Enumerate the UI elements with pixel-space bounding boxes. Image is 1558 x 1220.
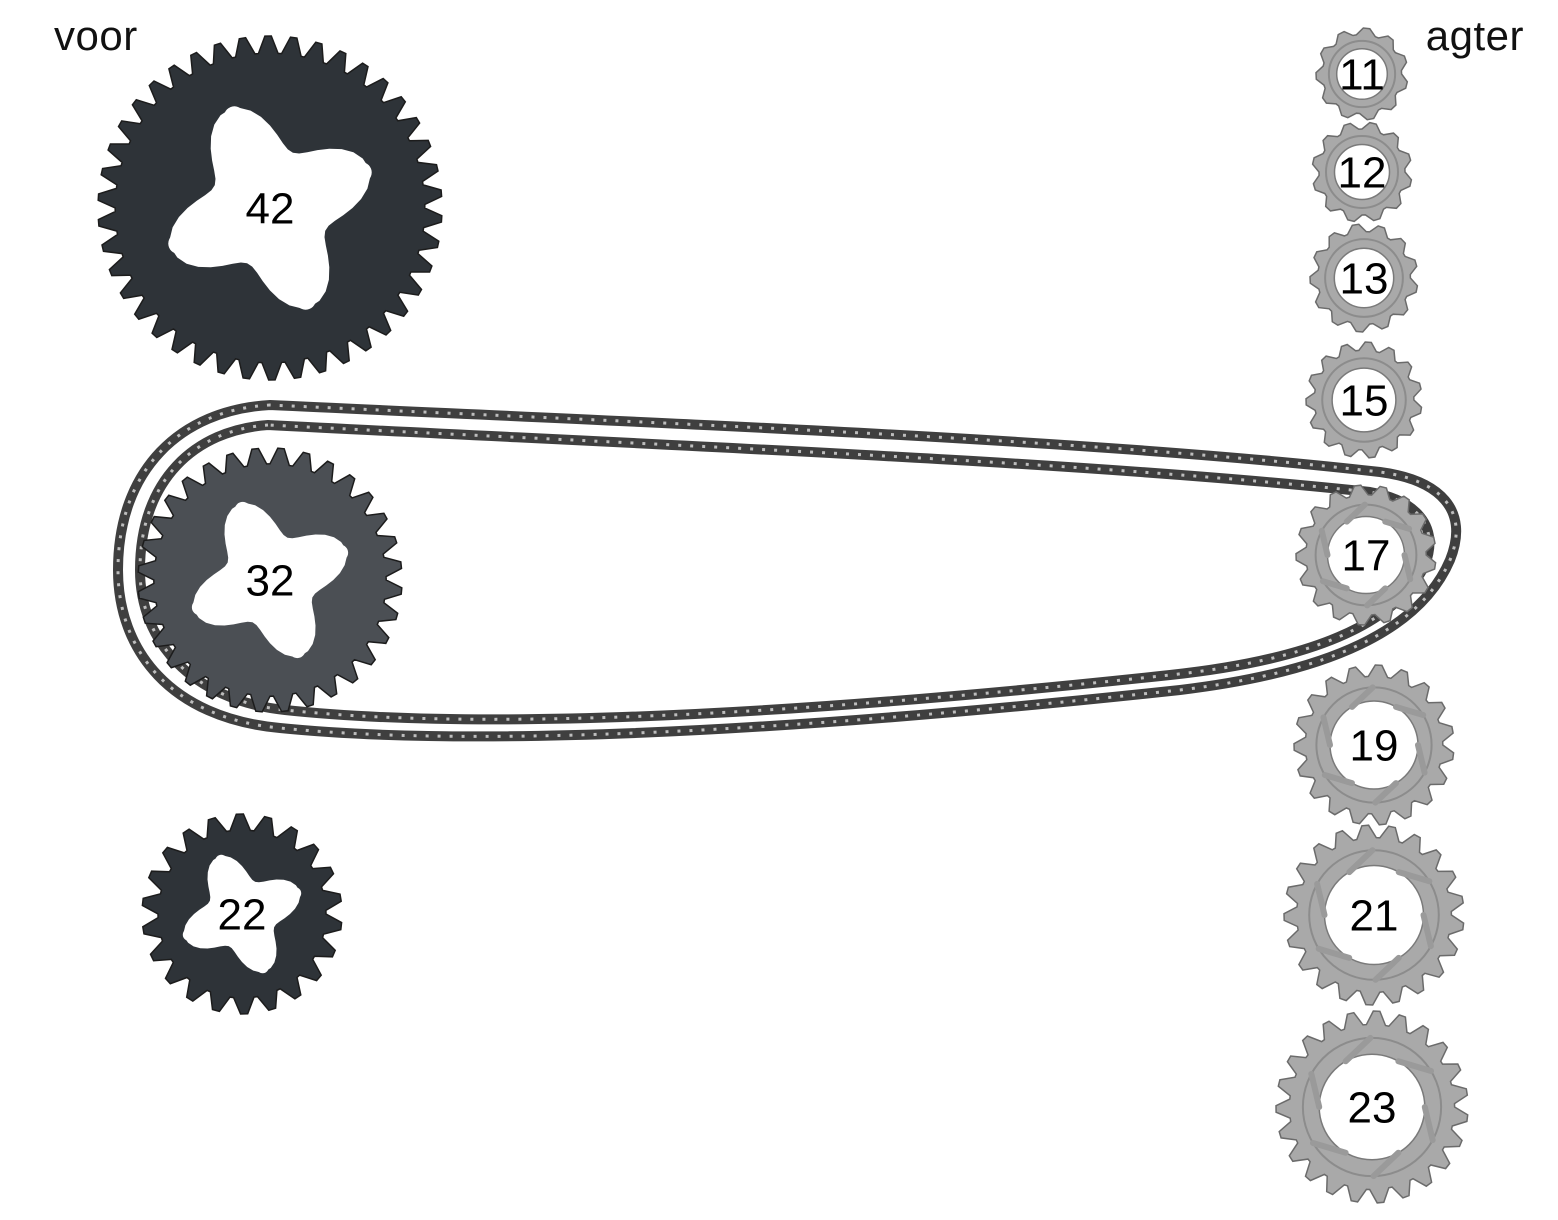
cog-19: 19 — [1293, 664, 1455, 826]
cog-11-label: 11 — [1339, 50, 1385, 99]
chain-links — [116, 403, 1458, 738]
cog-13: 13 — [1309, 223, 1419, 333]
cog-13-label: 13 — [1340, 254, 1389, 303]
cog-21: 21 — [1283, 824, 1465, 1006]
cog-23: 23 — [1275, 1010, 1469, 1204]
chainring-32: 32 — [137, 447, 403, 713]
cog-23-label: 23 — [1348, 1083, 1397, 1132]
front-label: voor — [54, 12, 138, 59]
chainring-22-label: 22 — [218, 890, 267, 939]
chainring-32-label: 32 — [246, 556, 295, 605]
cog-19-label: 19 — [1350, 721, 1399, 770]
cog-11: 11 — [1315, 27, 1409, 121]
cog-17: 17 — [1295, 484, 1437, 626]
cog-17-label: 17 — [1342, 531, 1391, 580]
cog-15: 15 — [1305, 341, 1423, 459]
chainring-42-label: 42 — [246, 184, 295, 233]
chainring-42: 42 — [97, 35, 443, 381]
cog-12: 12 — [1311, 121, 1413, 223]
rear-label: agter — [1425, 12, 1524, 59]
cog-21-label: 21 — [1350, 891, 1399, 940]
cog-12-label: 12 — [1338, 148, 1387, 197]
cog-15-label: 15 — [1340, 376, 1389, 425]
chainring-22: 22 — [141, 813, 343, 1015]
